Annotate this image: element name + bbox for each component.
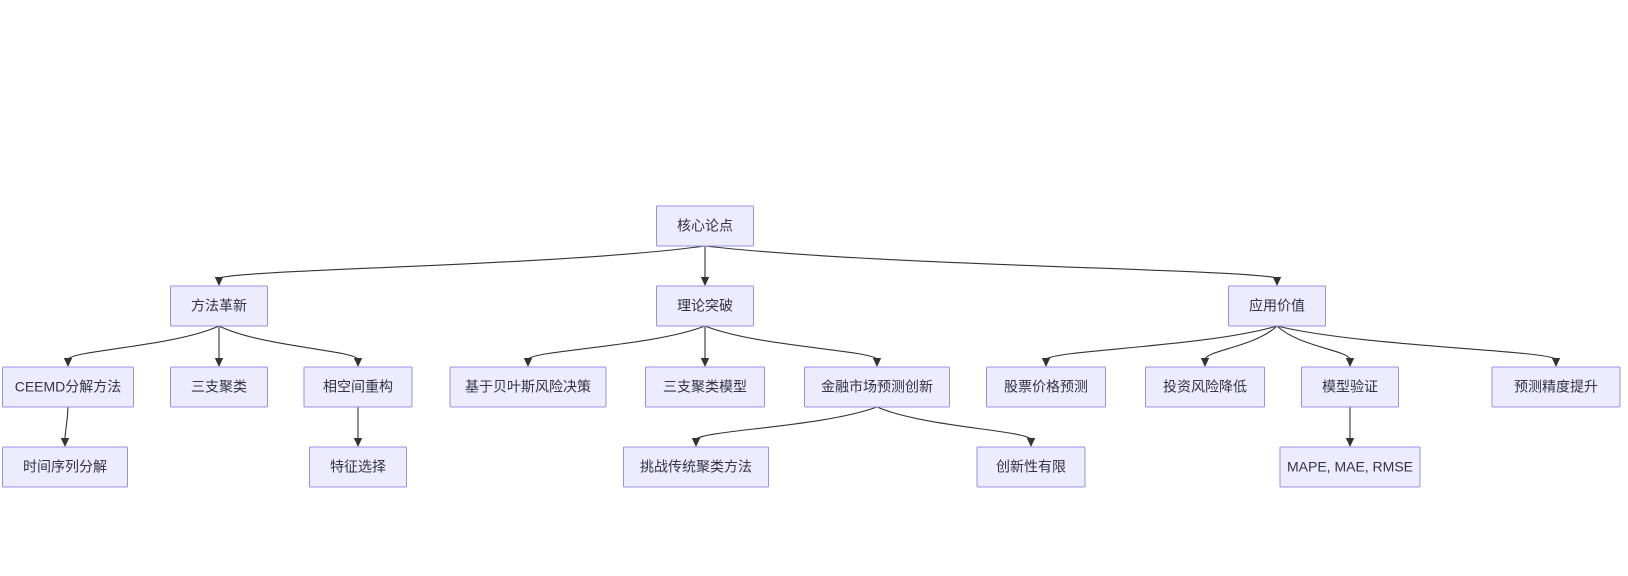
edge-n3-to-n12 bbox=[1276, 325, 1351, 360]
node-box[interactable] bbox=[623, 446, 769, 488]
edge-arrowhead bbox=[1272, 277, 1282, 286]
edge-n9-to-n17 bbox=[876, 406, 1032, 440]
node-box[interactable] bbox=[1279, 446, 1421, 488]
edge-arrowhead bbox=[523, 358, 533, 367]
edge-n3-to-n11 bbox=[1204, 325, 1278, 360]
node-n18[interactable]: MAPE, MAE, RMSE bbox=[1279, 446, 1421, 488]
node-box[interactable] bbox=[645, 366, 765, 408]
node-n15[interactable]: 特征选择 bbox=[309, 446, 407, 488]
edge-arrowhead bbox=[60, 438, 70, 447]
edge-n3-to-n10 bbox=[1045, 325, 1278, 360]
edge-n0-to-n3 bbox=[704, 245, 1278, 279]
node-n9[interactable]: 金融市场预测创新 bbox=[804, 366, 950, 408]
node-box[interactable] bbox=[1228, 285, 1326, 327]
node-n2[interactable]: 理论突破 bbox=[656, 285, 754, 327]
node-n3[interactable]: 应用价值 bbox=[1228, 285, 1326, 327]
node-box[interactable] bbox=[976, 446, 1086, 488]
node-box[interactable] bbox=[170, 366, 268, 408]
node-box[interactable] bbox=[2, 366, 134, 408]
node-n10[interactable]: 股票价格预测 bbox=[986, 366, 1106, 408]
edge-arrowhead bbox=[691, 438, 701, 447]
node-n8[interactable]: 三支聚类模型 bbox=[645, 366, 765, 408]
edge-arrowhead bbox=[353, 358, 363, 367]
node-n16[interactable]: 挑战传统聚类方法 bbox=[623, 446, 769, 488]
edge-arrowhead bbox=[1041, 358, 1051, 367]
node-box[interactable] bbox=[656, 205, 754, 247]
edge-arrowhead bbox=[1200, 358, 1210, 367]
edge-arrowhead bbox=[214, 277, 224, 286]
edge-arrowhead bbox=[1551, 358, 1561, 367]
edge-arrowhead bbox=[1345, 438, 1355, 447]
edge-arrowhead bbox=[63, 358, 73, 367]
edge-n1-to-n4 bbox=[67, 325, 220, 360]
node-box[interactable] bbox=[309, 446, 407, 488]
edge-n9-to-n16 bbox=[695, 406, 878, 440]
node-box[interactable] bbox=[1145, 366, 1265, 408]
edge-arrowhead bbox=[353, 438, 363, 447]
node-n14[interactable]: 时间序列分解 bbox=[2, 446, 128, 488]
node-box[interactable] bbox=[303, 366, 413, 408]
nodes-layer: 核心论点方法革新 理论突破 应用价值 CEEMD分解方法三支聚类相空间重构基于贝叶斯风… bbox=[2, 205, 1621, 488]
node-n17[interactable]: 创新性有限 bbox=[976, 446, 1086, 488]
edge-arrowhead bbox=[700, 358, 710, 367]
node-box[interactable] bbox=[170, 285, 268, 327]
node-n13[interactable]: 预测精度提升 bbox=[1491, 366, 1621, 408]
node-box[interactable] bbox=[804, 366, 950, 408]
edge-arrowhead bbox=[1026, 438, 1036, 447]
node-box[interactable] bbox=[656, 285, 754, 327]
edge-arrowhead bbox=[872, 358, 882, 367]
edge-n4-to-n14 bbox=[64, 406, 69, 440]
edge-arrowhead bbox=[214, 358, 224, 367]
node-n12[interactable]: 模型验证 bbox=[1301, 366, 1399, 408]
edge-arrowhead bbox=[700, 277, 710, 286]
node-n4[interactable]: CEEMD分解方法 bbox=[2, 366, 134, 408]
node-n6[interactable]: 相空间重构 bbox=[303, 366, 413, 408]
node-n0[interactable]: 核心论点 bbox=[656, 205, 754, 247]
edge-n3-to-n13 bbox=[1276, 325, 1557, 360]
node-n1[interactable]: 方法革新 bbox=[170, 285, 268, 327]
node-box[interactable] bbox=[2, 446, 128, 488]
edges-layer bbox=[60, 245, 1561, 447]
node-box[interactable] bbox=[986, 366, 1106, 408]
node-n5[interactable]: 三支聚类 bbox=[170, 366, 268, 408]
node-box[interactable] bbox=[1491, 366, 1621, 408]
edge-n2-to-n7 bbox=[527, 325, 706, 360]
node-n7[interactable]: 基于贝叶斯风险决策 bbox=[449, 366, 607, 408]
node-n11[interactable]: 投资风险降低 bbox=[1145, 366, 1265, 408]
node-box[interactable] bbox=[449, 366, 607, 408]
edge-n0-to-n1 bbox=[218, 245, 706, 279]
node-box[interactable] bbox=[1301, 366, 1399, 408]
edge-n1-to-n6 bbox=[218, 325, 359, 360]
edge-arrowhead bbox=[1345, 358, 1355, 367]
edge-n2-to-n9 bbox=[704, 325, 878, 360]
